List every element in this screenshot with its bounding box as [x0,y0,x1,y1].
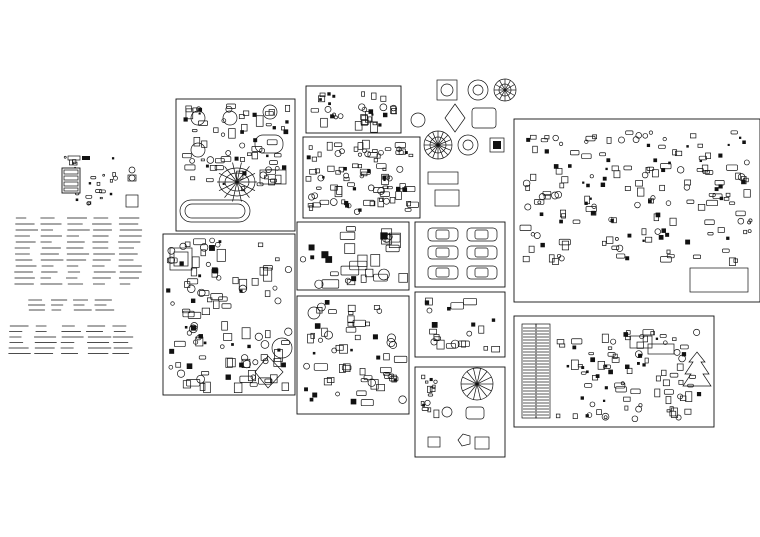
plant-symbols-panel [305,85,402,134]
vehicles-panel [414,221,506,288]
beds-panel [296,221,410,291]
legend-text-block [8,217,143,354]
gazebo-panel [414,366,506,458]
dining-tables-panel [175,98,296,232]
kitchen-bath-panel [302,136,460,219]
escalators-landscape-panel [513,315,715,428]
chairs-panel [414,291,506,358]
office-desks-panel [296,295,410,415]
sofa-sets-panel [162,233,296,396]
small-symbol-cluster [61,155,139,208]
round-ornaments [410,78,517,160]
elevations-figures-panel [513,118,760,303]
